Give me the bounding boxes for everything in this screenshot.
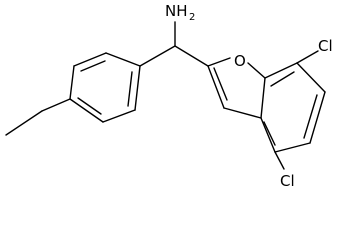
phenyl-double-bond-c	[77, 97, 102, 115]
benzene-bond-c6-c5	[309, 91, 326, 144]
phenyl-bond-4	[134, 65, 141, 111]
bond-central-carbon-to-furan	[174, 45, 209, 67]
furan-bond-c3-c2	[207, 65, 225, 109]
benzene-bond-c7-c6	[296, 62, 326, 93]
furan-bond-o1-c7a	[247, 62, 266, 79]
phenyl-double-bond-a	[80, 60, 106, 72]
amine-subscript: 2	[189, 12, 195, 23]
bond-ethyl-terminal	[5, 110, 43, 136]
phenyl-ring	[69, 52, 141, 123]
benzene-bond-c5-c4	[274, 142, 311, 153]
bond-ethyl-ring	[41, 98, 71, 112]
chlorine-bottom-label: Cl	[280, 172, 295, 190]
furan-oxygen-label: O	[234, 52, 246, 70]
furan-bond-c3a-c3	[223, 107, 262, 119]
phenyl-double-bond-b	[127, 71, 133, 107]
benzene-bond-c4-c3a	[260, 117, 276, 153]
benzene-bond-c7a-c7	[264, 62, 298, 79]
furan-bond-c2-o1	[207, 57, 231, 67]
furan-ring	[207, 57, 266, 119]
furan-double-bond	[213, 67, 228, 101]
amine-label: NH	[165, 2, 188, 20]
benzene-double-bond-a	[270, 71, 295, 87]
chemical-structure-diagram: NH 2 O Cl Cl	[5, 2, 333, 190]
phenyl-bond-1	[69, 65, 75, 100]
fused-benzene-ring	[260, 62, 326, 153]
phenyl-bond-3	[105, 52, 141, 67]
phenyl-bond-6	[69, 98, 104, 123]
bond-ring-to-chlorine-top	[296, 50, 319, 64]
bond-phenyl-to-central-carbon	[139, 45, 176, 67]
phenyl-bond-5	[102, 109, 136, 123]
furan-bond-c7a-c3a	[260, 77, 266, 119]
chlorine-top-label: Cl	[318, 37, 333, 55]
benzene-double-bond-c	[263, 121, 276, 146]
benzene-double-bond-b	[303, 94, 318, 139]
bond-ring-to-chlorine-bottom	[274, 151, 285, 170]
phenyl-bond-2	[73, 52, 107, 67]
